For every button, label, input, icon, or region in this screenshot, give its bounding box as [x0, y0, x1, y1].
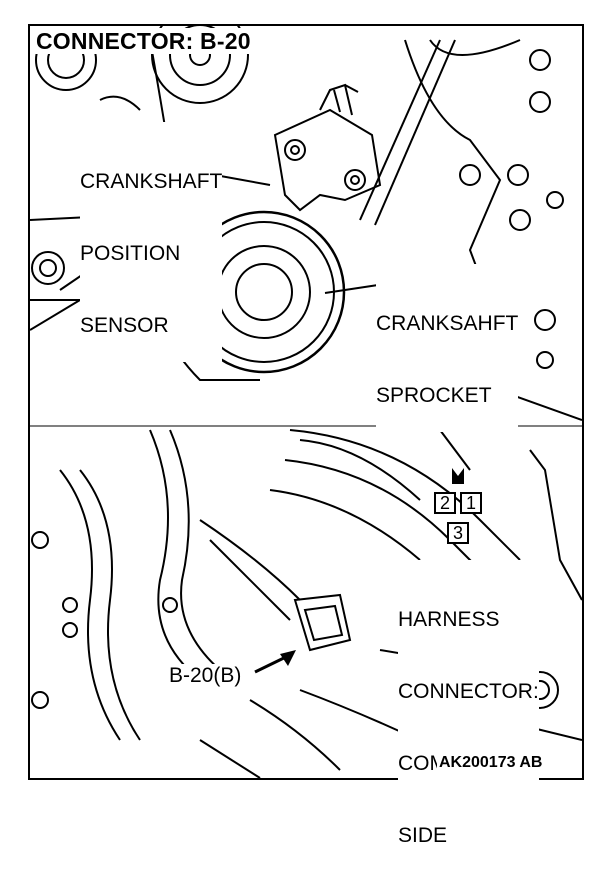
connector-callout-label: B-20(B)	[166, 664, 245, 688]
figure-reference-id: AK200173 AB	[437, 754, 545, 772]
sensor-label-line: SENSOR	[80, 314, 169, 337]
sprocket-label-line: CRANKSAHFT	[376, 312, 519, 335]
harness-label-line: HARNESS	[398, 608, 500, 631]
sensor-label-line: CRANKSHAFT	[80, 170, 223, 193]
crankshaft-sprocket-label: CRANKSAHFT SPROCKET	[376, 264, 519, 432]
connector-pin-2: 2	[434, 492, 456, 514]
connector-pin-1: 1	[460, 492, 482, 514]
harness-label-line: SIDE	[398, 824, 448, 847]
diagram-title: CONNECTOR: B-20	[34, 28, 253, 54]
connector-arrow	[280, 650, 296, 666]
sprocket-label-line: SPROCKET	[376, 384, 492, 407]
crankshaft-position-sensor-label: CRANKSHAFT POSITION SENSOR	[80, 122, 223, 362]
connector-key-mark	[452, 468, 464, 484]
connector-pin-3: 3	[447, 522, 469, 544]
sensor-label-line: POSITION	[80, 242, 181, 265]
harness-label-line: CONNECTOR:	[398, 680, 539, 703]
harness-connector-label: HARNESS CONNECTOR: COMPONENT SIDE	[398, 560, 539, 872]
